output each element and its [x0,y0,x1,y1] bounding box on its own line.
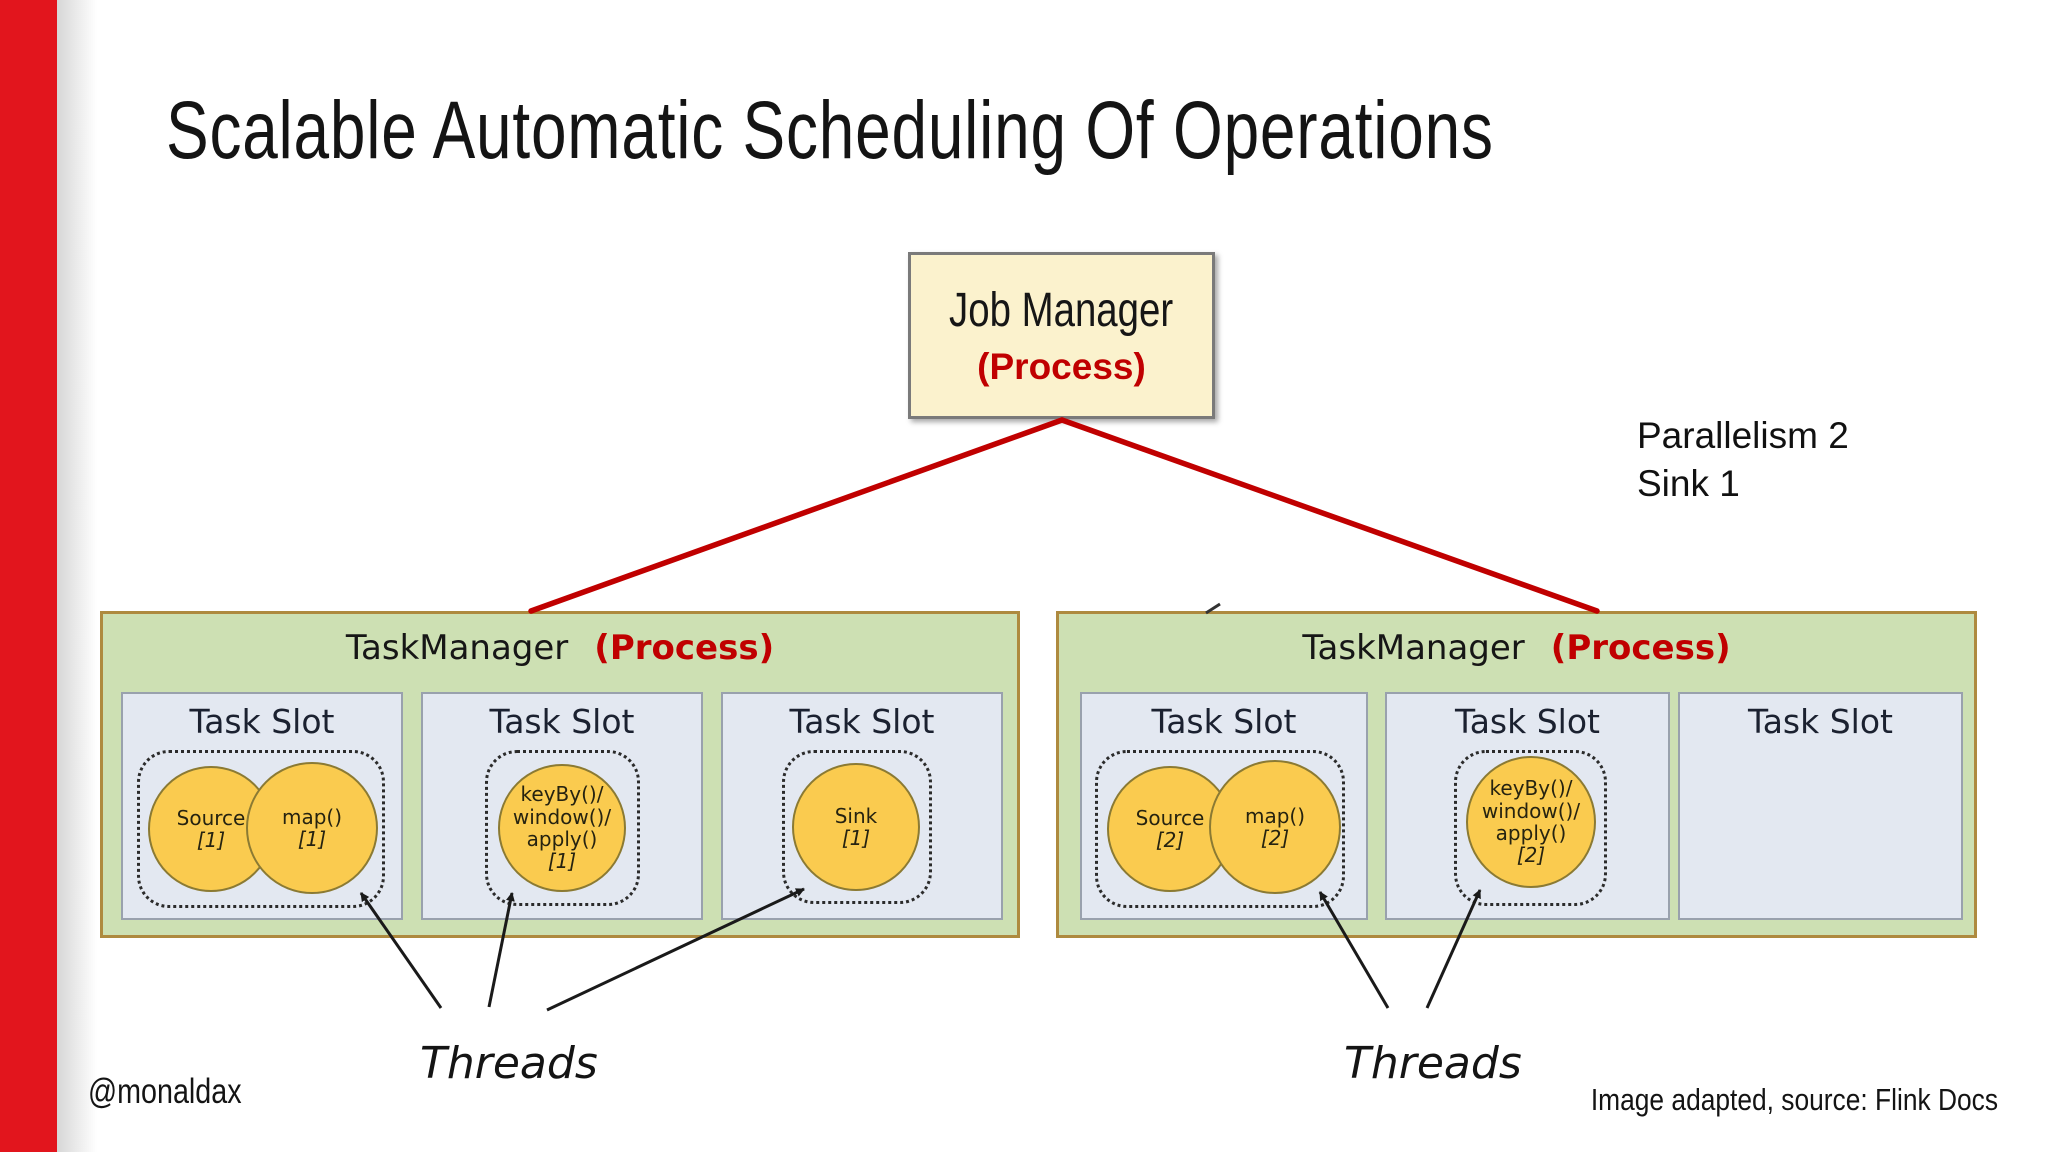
red-accent-bar [0,0,57,1152]
image-credit: Image adapted, source: Flink Docs [1590,1082,1998,1117]
author-handle: @monaldax [88,1072,242,1111]
task-slot-label: Task Slot [1151,702,1297,741]
task-index: [1] [196,828,226,852]
task-circle-keyby: keyBy()/ window()/ apply() [2] [1466,756,1596,888]
task-name: Source [1135,805,1205,830]
connector-line-left [528,417,1065,614]
annotation-line-sink: Sink 1 [1637,463,1740,505]
job-manager-box: Job Manager (Process) [908,252,1215,419]
task-index: [2] [1260,826,1290,850]
task-manager-right: TaskManager (Process) Task Slot Source [2… [1056,611,1977,938]
task-slot: Task Slot Sink [1] [721,692,1003,920]
task-slot-label: Task Slot [489,702,635,741]
task-name: window()/ [1481,798,1581,823]
task-circle-map: map() [2] [1209,760,1341,894]
task-manager-title: TaskManager [345,628,569,668]
task-circle-map: map() [1] [246,762,378,894]
task-index: [2] [1516,843,1546,868]
task-slot: Task Slot Source [2] map() [2] [1080,692,1368,920]
task-name: window()/ [512,804,612,829]
task-name: keyBy()/ [520,782,604,807]
task-slot: Task Slot keyBy()/ window()/ apply() [2] [1385,692,1670,920]
slide-title: Scalable Automatic Scheduling Of Operati… [166,85,1494,176]
task-slot-label: Task Slot [189,702,335,741]
parallelism-annotation: Parallelism 2 Sink 1 [1637,412,1849,508]
thread-group-outline [782,750,932,904]
connector-line-right [1059,417,1600,614]
task-manager-process-label: (Process) [594,628,775,668]
job-manager-process-label: (Process) [977,346,1146,387]
threads-label-left: Threads [420,1038,598,1089]
thread-group-outline [1095,750,1345,908]
task-manager-title: TaskManager [1302,628,1525,668]
task-slot-label: Task Slot [1748,702,1893,741]
task-name: Sink [834,803,878,828]
threads-label-right: Threads [1344,1038,1522,1089]
task-index: [1] [547,849,577,874]
task-slot-label: Task Slot [1455,702,1600,741]
thread-group-outline [1454,750,1607,906]
task-index: [2] [1155,828,1185,852]
task-name: Source [176,805,246,830]
task-manager-left: TaskManager (Process) Task Slot Source [1… [100,611,1020,938]
task-manager-header: TaskManager (Process) [103,628,1017,668]
task-slot-empty: Task Slot [1678,692,1963,920]
task-name: map() [281,804,343,829]
task-circle-keyby: keyBy()/ window()/ apply() [1] [498,764,626,892]
task-name: apply() [1495,821,1567,845]
red-bar-shadow [57,0,97,1152]
task-slot-label: Task Slot [789,702,935,741]
task-name: apply() [526,827,598,851]
job-manager-title: Job Manager [949,284,1174,337]
task-manager-process-label: (Process) [1550,628,1731,668]
task-slot: Task Slot Source [1] map() [1] [121,692,403,920]
task-slot: Task Slot keyBy()/ window()/ apply() [1] [421,692,703,920]
task-manager-header: TaskManager (Process) [1059,628,1974,668]
task-index: [1] [841,826,871,850]
task-index: [1] [297,827,327,851]
annotation-line-parallelism: Parallelism 2 [1637,415,1849,456]
task-name: keyBy()/ [1489,776,1573,801]
task-circle-sink: Sink [1] [792,763,920,891]
thread-group-outline [137,750,385,908]
task-name: map() [1244,803,1306,828]
